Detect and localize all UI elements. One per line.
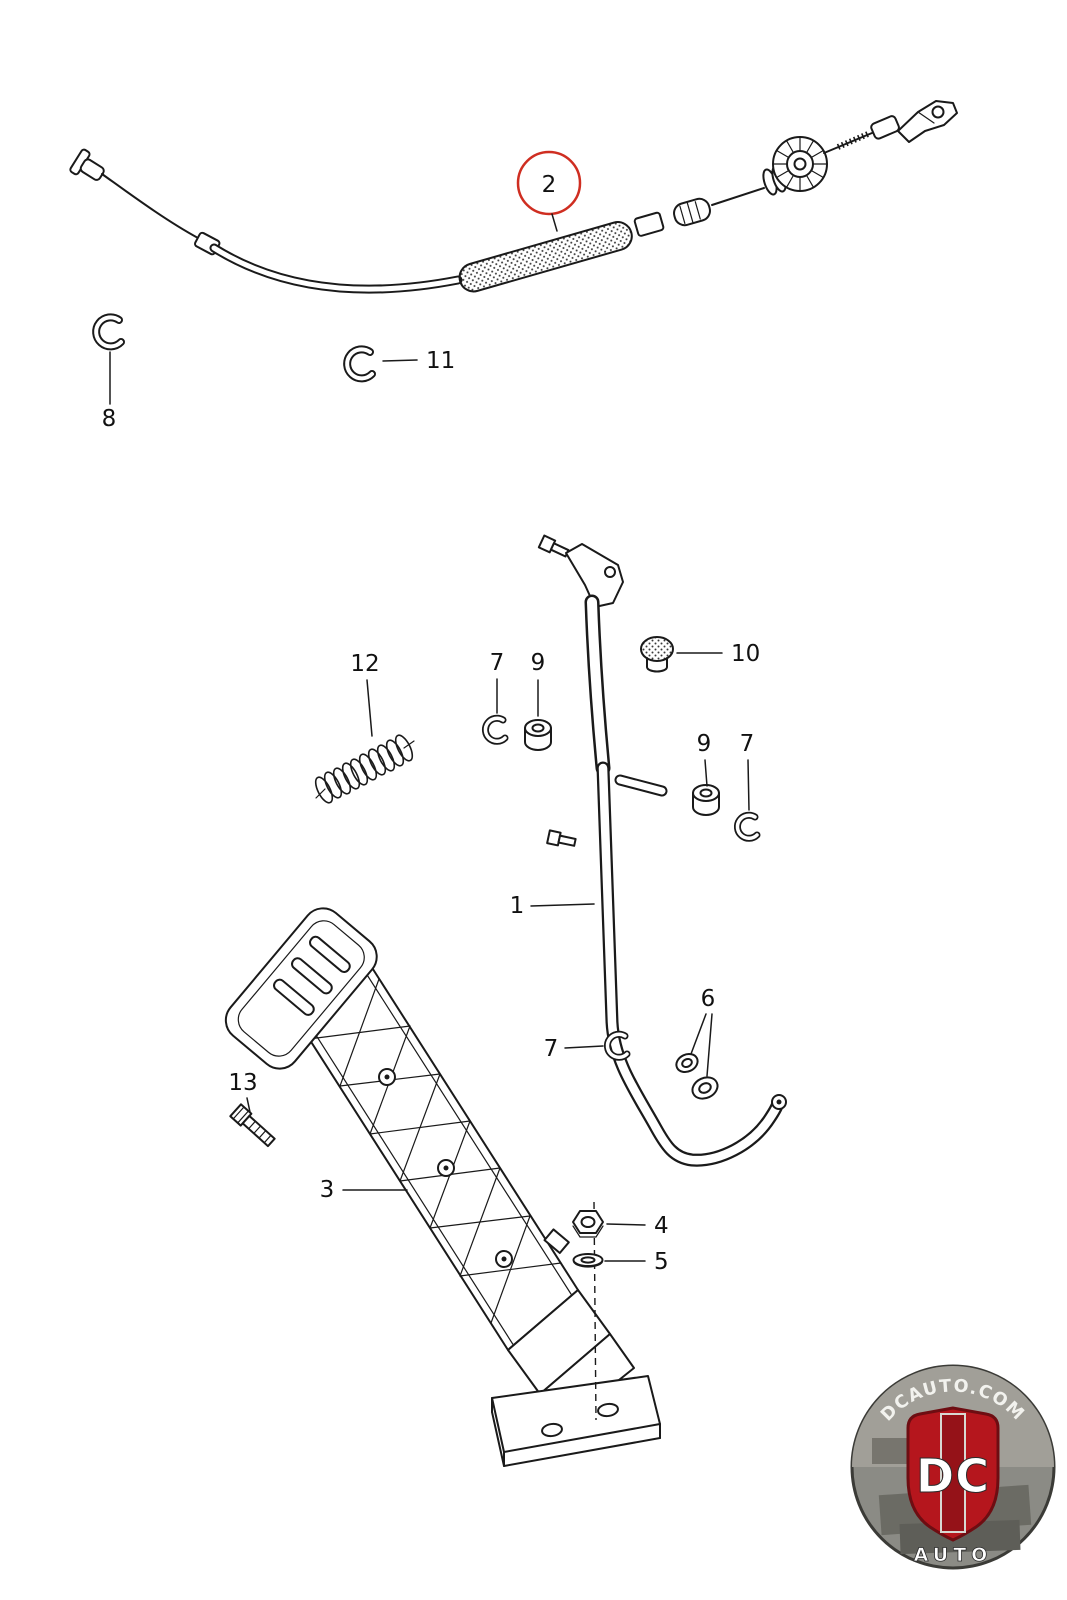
callout-7-lower: 7 bbox=[544, 1036, 559, 1062]
washers-6: 6 bbox=[675, 986, 719, 1100]
callout-1: 1 bbox=[510, 893, 525, 919]
throttle-cable bbox=[69, 100, 958, 294]
bracket-stud-upper bbox=[537, 534, 570, 558]
assembly-axis-dashed-line bbox=[593, 1201, 597, 1421]
nut-4: 4 bbox=[572, 1210, 669, 1239]
bushing-9-right: 9 bbox=[692, 731, 720, 816]
callout-3: 3 bbox=[320, 1177, 335, 1203]
callout-12: 12 bbox=[350, 651, 379, 677]
accelerator-pedal-3: 3 bbox=[224, 907, 661, 1467]
accelerator-lever-1: 1 bbox=[510, 534, 787, 1167]
cable-damper-wheel bbox=[772, 136, 828, 192]
callout-7-upper: 7 bbox=[490, 650, 505, 676]
callout-5: 5 bbox=[654, 1249, 669, 1275]
callout-2: 2 bbox=[542, 172, 557, 198]
cable-clevis-end bbox=[897, 100, 958, 143]
dc-auto-logo: DCAUTO.COM DC AUTO bbox=[850, 1364, 1056, 1570]
cable-left-end-fitting bbox=[69, 148, 105, 181]
callout-9-right: 9 bbox=[697, 731, 712, 757]
callout-9-upper: 9 bbox=[531, 650, 546, 676]
e-clip-7-lower: 7 bbox=[544, 1030, 631, 1062]
bushing-9-upper: 9 bbox=[524, 650, 552, 751]
callout-4: 4 bbox=[654, 1213, 669, 1239]
pedal-mount-bracket bbox=[491, 1289, 661, 1467]
logo-shield-text: DC bbox=[916, 1449, 990, 1503]
leader-line bbox=[551, 213, 558, 232]
callout-8: 8 bbox=[102, 406, 117, 432]
logo-bottom-text: AUTO bbox=[914, 1544, 993, 1566]
e-clip-7-right: 7 bbox=[733, 731, 761, 842]
return-spring-12: 12 bbox=[314, 651, 415, 804]
callout-10: 10 bbox=[731, 641, 760, 667]
highlight-callout-2: 2 bbox=[516, 150, 582, 232]
pedal-pad bbox=[224, 907, 378, 1070]
cable-clip-11: 11 bbox=[343, 345, 455, 383]
callout-6: 6 bbox=[701, 986, 716, 1012]
highlight-circle bbox=[516, 150, 582, 216]
e-clip-7-upper: 7 bbox=[481, 650, 509, 745]
cable-adjuster bbox=[673, 197, 711, 227]
retaining-clip-8: 8 bbox=[92, 313, 125, 432]
cable-end-barrel bbox=[870, 115, 900, 140]
plug-10: 10 bbox=[640, 636, 760, 673]
bolt-13: 13 bbox=[228, 1070, 276, 1148]
callout-7-right: 7 bbox=[740, 731, 755, 757]
callout-13: 13 bbox=[228, 1070, 257, 1096]
cable-connector bbox=[633, 211, 665, 237]
logo-shield-stripe bbox=[940, 1413, 966, 1533]
washer-5: 5 bbox=[572, 1249, 669, 1275]
cable-wrap-part2 bbox=[458, 221, 633, 293]
callout-11: 11 bbox=[426, 348, 455, 374]
bracket-stud-left bbox=[546, 829, 577, 847]
